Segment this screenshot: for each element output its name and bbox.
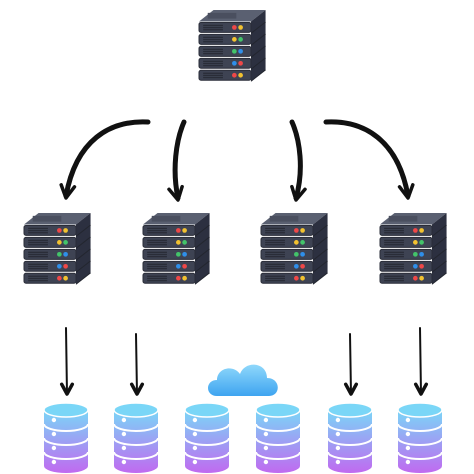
arrow-server-4-to-db-6-head bbox=[413, 382, 429, 396]
arrow-server-2-to-db-2-head bbox=[129, 382, 145, 396]
database-2-icon bbox=[113, 402, 159, 473]
arrow-root-to-server-2 bbox=[172, 119, 187, 201]
server-2-icon bbox=[142, 213, 210, 285]
database-1-icon bbox=[43, 402, 89, 473]
server-3-icon bbox=[260, 213, 328, 285]
server-1-icon bbox=[23, 213, 91, 285]
arrow-root-to-server-4-head bbox=[397, 183, 415, 200]
arrow-root-to-server-3 bbox=[289, 119, 303, 201]
arrow-server-1-to-db-1 bbox=[65, 327, 68, 395]
server-4-icon bbox=[379, 213, 447, 285]
arrow-root-to-server-3-head bbox=[290, 184, 307, 202]
database-3-icon bbox=[184, 402, 230, 473]
arrow-server-3-to-db-5-head bbox=[343, 382, 359, 396]
arrow-root-to-server-4 bbox=[323, 119, 411, 199]
arrow-server-4-to-db-6 bbox=[419, 327, 422, 395]
arrow-server-1-to-db-1-head bbox=[59, 382, 75, 396]
arrow-root-to-server-2-head bbox=[167, 184, 184, 202]
database-6-icon bbox=[397, 402, 443, 473]
arrows-layer bbox=[59, 119, 429, 396]
cloud-icon bbox=[208, 364, 278, 396]
arrow-root-to-server-1 bbox=[63, 119, 151, 199]
database-5-icon bbox=[327, 402, 373, 473]
nodes-layer bbox=[23, 10, 447, 473]
arrow-server-3-to-db-5 bbox=[349, 333, 352, 395]
arrow-root-to-server-1-head bbox=[59, 183, 77, 200]
root-server-icon bbox=[198, 10, 266, 82]
database-4-icon bbox=[255, 402, 301, 473]
arrow-server-2-to-db-2 bbox=[135, 333, 138, 395]
